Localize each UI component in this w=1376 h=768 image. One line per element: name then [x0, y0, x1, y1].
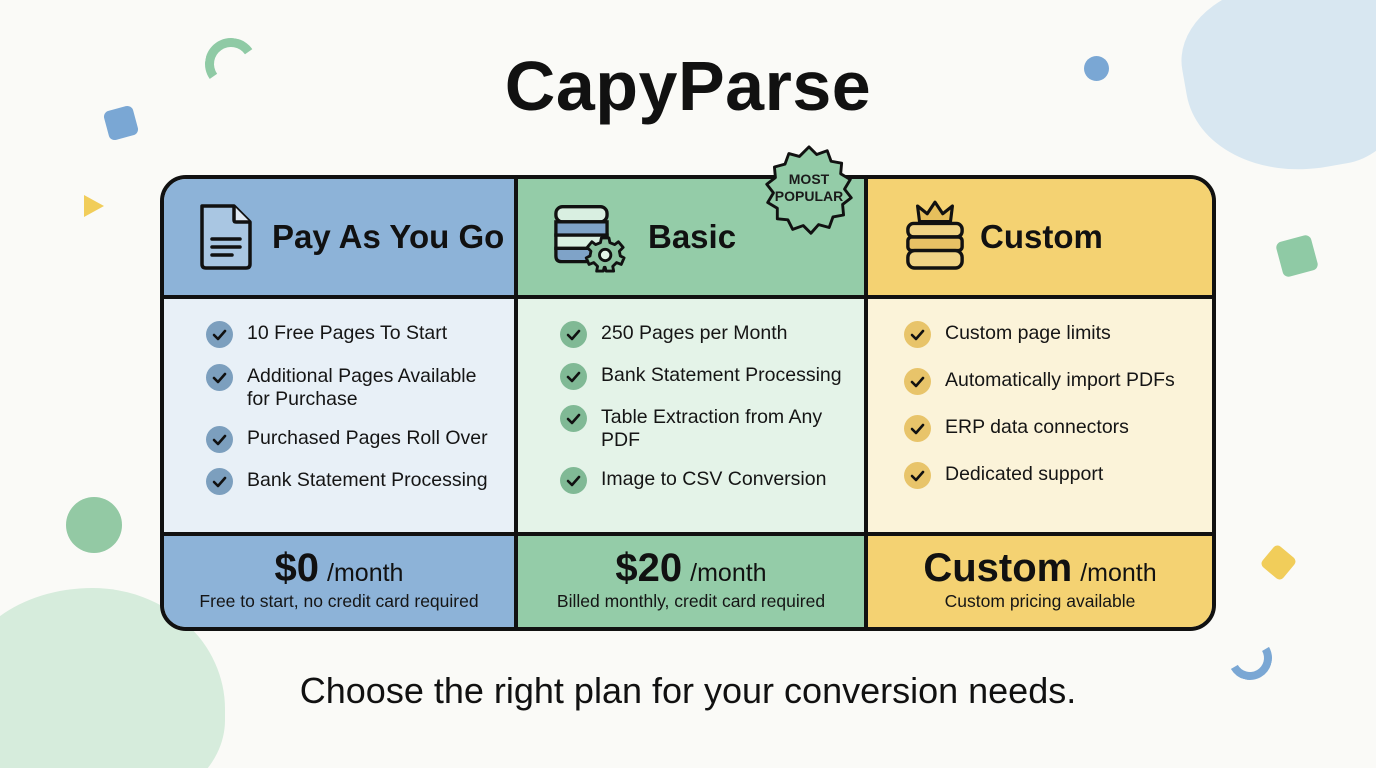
check-icon — [560, 321, 587, 348]
plan-card-basic[interactable]: Basic 250 Pages per Month Bank Statement… — [514, 179, 864, 627]
pricing-table: Pay As You Go 10 Free Pages To Start Add… — [160, 175, 1216, 631]
plan-price: $0 /month Free to start, no credit card … — [164, 536, 514, 627]
price-note: Billed monthly, credit card required — [556, 591, 826, 611]
database-gear-icon — [554, 205, 626, 273]
check-icon — [904, 462, 931, 489]
feature-item: Custom page limits — [904, 321, 1202, 348]
check-icon — [904, 415, 931, 442]
decorative-triangle — [84, 195, 104, 217]
price-amount: Custom — [923, 546, 1073, 590]
tagline: Choose the right plan for your conversio… — [299, 670, 1077, 711]
plan-features: 10 Free Pages To Start Additional Pages … — [164, 299, 514, 536]
price-note: Free to start, no credit card required — [199, 591, 479, 611]
decorative-circle — [66, 497, 122, 553]
feature-item: Dedicated support — [904, 462, 1202, 489]
price-period: /month — [690, 559, 767, 587]
check-icon — [206, 321, 233, 348]
plan-price: $20 /month Billed monthly, credit card r… — [518, 536, 864, 627]
price-period: /month — [1080, 559, 1157, 587]
price-amount: $20 — [615, 546, 683, 590]
plan-card-pay-as-you-go[interactable]: Pay As You Go 10 Free Pages To Start Add… — [164, 179, 514, 627]
brand-title: CapyParse — [504, 47, 872, 125]
feature-item: Bank Statement Processing — [560, 363, 854, 390]
plan-title: Pay As You Go — [272, 218, 505, 255]
price-period: /month — [327, 559, 404, 587]
decorative-square — [1259, 543, 1298, 582]
plan-header: Custom — [868, 179, 1212, 299]
crown-stack-icon — [906, 200, 964, 270]
most-popular-badge: MOST POPULAR — [774, 171, 844, 204]
price-amount: $0 — [274, 546, 320, 590]
check-icon — [206, 364, 233, 391]
check-icon — [560, 467, 587, 494]
check-icon — [206, 426, 233, 453]
decorative-dot — [1084, 56, 1109, 81]
feature-item: Bank Statement Processing — [206, 468, 504, 495]
plan-title: Custom — [980, 218, 1103, 255]
plan-card-custom[interactable]: Custom Custom page limits Automatically … — [864, 179, 1212, 627]
plan-price: Custom /month Custom pricing available — [868, 536, 1212, 627]
document-icon — [200, 204, 252, 270]
check-icon — [560, 363, 587, 390]
most-popular-badge-icon — [765, 145, 853, 235]
check-icon — [904, 321, 931, 348]
feature-item: 250 Pages per Month — [560, 321, 854, 348]
feature-item: 10 Free Pages To Start — [206, 321, 504, 348]
plan-header: Pay As You Go — [164, 179, 514, 299]
feature-item: Additional Pages Available for Purchase — [206, 364, 504, 411]
feature-item: ERP data connectors — [904, 415, 1202, 442]
plan-features: 250 Pages per Month Bank Statement Proce… — [518, 299, 864, 536]
price-note: Custom pricing available — [944, 591, 1136, 611]
check-icon — [904, 368, 931, 395]
check-icon — [206, 468, 233, 495]
decorative-square — [1274, 233, 1320, 279]
plan-features: Custom page limits Automatically import … — [868, 299, 1212, 536]
feature-item: Image to CSV Conversion — [560, 467, 854, 494]
feature-item: Purchased Pages Roll Over — [206, 426, 504, 453]
plan-title: Basic — [648, 218, 737, 255]
check-icon — [560, 405, 587, 432]
feature-item: Automatically import PDFs — [904, 368, 1202, 395]
feature-item: Table Extraction from Any PDF — [560, 405, 854, 452]
